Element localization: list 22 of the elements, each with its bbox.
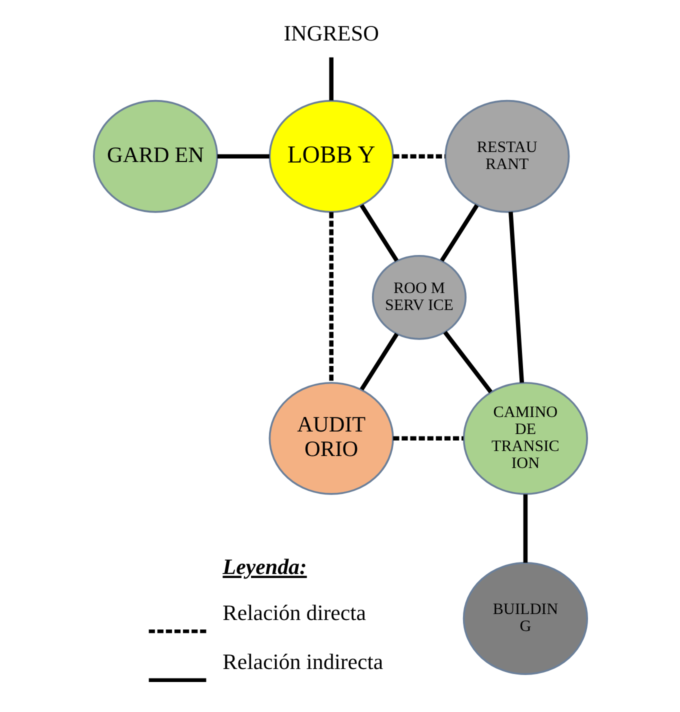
- node-circle: BUILDIN G: [462, 562, 588, 675]
- connector: [359, 332, 398, 391]
- node-circle: AUDIT ORIO: [268, 382, 394, 495]
- legend-label: Relación indirecta: [222, 649, 383, 674]
- legend-label: Relación directa: [222, 600, 366, 626]
- connector: [439, 204, 478, 262]
- connector: [392, 154, 445, 159]
- connector: [522, 494, 528, 563]
- connector: [392, 436, 463, 441]
- node-circle: RESTAU RANT: [444, 100, 570, 213]
- label: Leyenda:: [222, 554, 306, 579]
- connector: [359, 204, 398, 262]
- connector: [442, 330, 492, 394]
- node-circle: CAMINO DE TRANSIC ION: [462, 382, 588, 495]
- connector: [508, 212, 524, 383]
- connector: [328, 57, 333, 100]
- node-circle: GARD EN: [92, 100, 218, 213]
- node-ellipse: ROO M SERV ICE: [371, 254, 466, 340]
- connector: [216, 154, 269, 159]
- node-circle: LOBB Y: [268, 100, 394, 213]
- node-text: INGRESO: [283, 20, 378, 46]
- connector: [328, 212, 333, 383]
